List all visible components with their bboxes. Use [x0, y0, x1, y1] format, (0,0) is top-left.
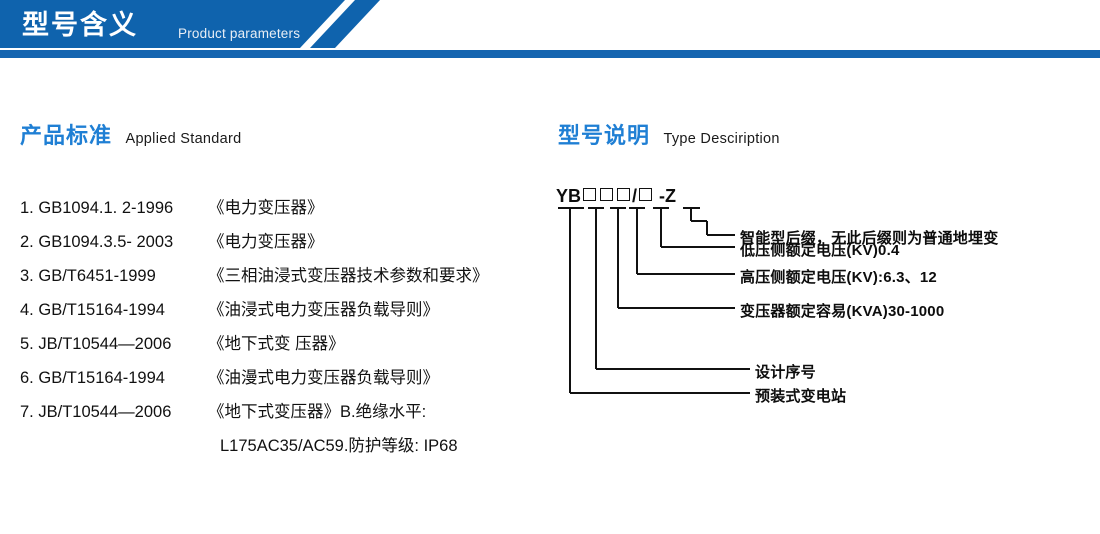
standard-name: 《电力变压器》: [208, 199, 324, 217]
section-heading-cn: 型号说明: [558, 123, 651, 148]
section-heading-en: Type Desciription: [663, 131, 780, 147]
list-item: 3. GB/T6451-1999 《三相油浸式变压器技术参数和要求》: [20, 262, 550, 296]
leader-lines: [558, 207, 750, 394]
code-dash: -: [659, 186, 666, 206]
list-item: 2. GB1094.3.5- 2003 《电力变压器》: [20, 228, 550, 262]
list-item: 5. JB/T10544—2006 《地下式变 压器》: [20, 330, 550, 364]
list-item: 7. JB/T10544—2006 《地下式变压器》B.绝缘水平:: [20, 398, 550, 432]
code-suffix: Z: [665, 186, 677, 206]
code-box-hv-voltage: [617, 188, 631, 201]
type-code-string: YB / -Z: [556, 186, 676, 207]
standard-code: 4. GB/T15164-1994: [20, 301, 165, 319]
type-code-diagram: YB / -Z: [550, 186, 1100, 436]
section-heading-applied-standard: 产品标准 Applied Standard: [20, 118, 242, 150]
standard-name: 《三相油浸式变压器技术参数和要求》: [208, 267, 489, 285]
label-design-serial: 设计序号: [755, 364, 816, 381]
standard-name: 《地下式变压器》B.绝缘水平:: [208, 403, 427, 421]
label-prefab-substation: 预装式变电站: [755, 388, 847, 405]
section-heading-type-description: 型号说明 Type Desciription: [558, 118, 780, 150]
section-heading-en: Applied Standard: [125, 131, 242, 147]
standard-continuation-line: L175AC35/AC59.防护等级: IP68: [220, 437, 458, 455]
banner-title-cn: 型号含义: [22, 10, 138, 40]
code-separator: /: [632, 186, 638, 206]
list-item: 1. GB1094.1. 2-1996 《电力变压器》: [20, 194, 550, 228]
standards-list: 1. GB1094.1. 2-1996 《电力变压器》 2. GB1094.3.…: [20, 194, 550, 466]
standard-code: 1. GB1094.1. 2-1996: [20, 199, 174, 217]
banner-shape: [0, 0, 1100, 58]
standard-code: 2. GB1094.3.5- 2003: [20, 233, 174, 251]
label-smart-suffix: 智能型后缀，无此后缀则为普通地埋变: [740, 230, 999, 247]
list-item: 6. GB/T15164-1994 《油漫式电力变压器负载导则》: [20, 364, 550, 398]
code-box-lv-voltage: [639, 188, 653, 201]
list-item: 4. GB/T15164-1994 《油浸式电力变压器负载导则》: [20, 296, 550, 330]
code-prefix: YB: [556, 186, 582, 206]
code-box-design-serial: [583, 188, 597, 201]
code-box-capacity: [600, 188, 614, 201]
label-rated-capacity: 变压器额定容易(KVA)30-1000: [740, 303, 945, 320]
banner-title-en: Product parameters: [178, 26, 301, 41]
label-lv-rated-voltage: 低压侧额定电压(KV)0.4: [740, 242, 900, 259]
standard-code: 5. JB/T10544—2006: [20, 335, 172, 353]
standard-code: 7. JB/T10544—2006: [20, 403, 172, 421]
standard-name: 《地下式变 压器》: [208, 335, 345, 353]
standard-code: 3. GB/T6451-1999: [20, 267, 156, 285]
standard-code: 6. GB/T15164-1994: [20, 369, 165, 387]
page-header-banner: 型号含义 Product parameters: [0, 0, 1100, 58]
standard-name: 《电力变压器》: [208, 233, 324, 251]
section-heading-cn: 产品标准: [20, 123, 113, 148]
standard-name: 《油浸式电力变压器负载导则》: [208, 301, 439, 319]
standard-name: 《油漫式电力变压器负载导则》: [208, 369, 439, 387]
label-hv-rated-voltage: 高压侧额定电压(KV):6.3、12: [740, 269, 937, 286]
